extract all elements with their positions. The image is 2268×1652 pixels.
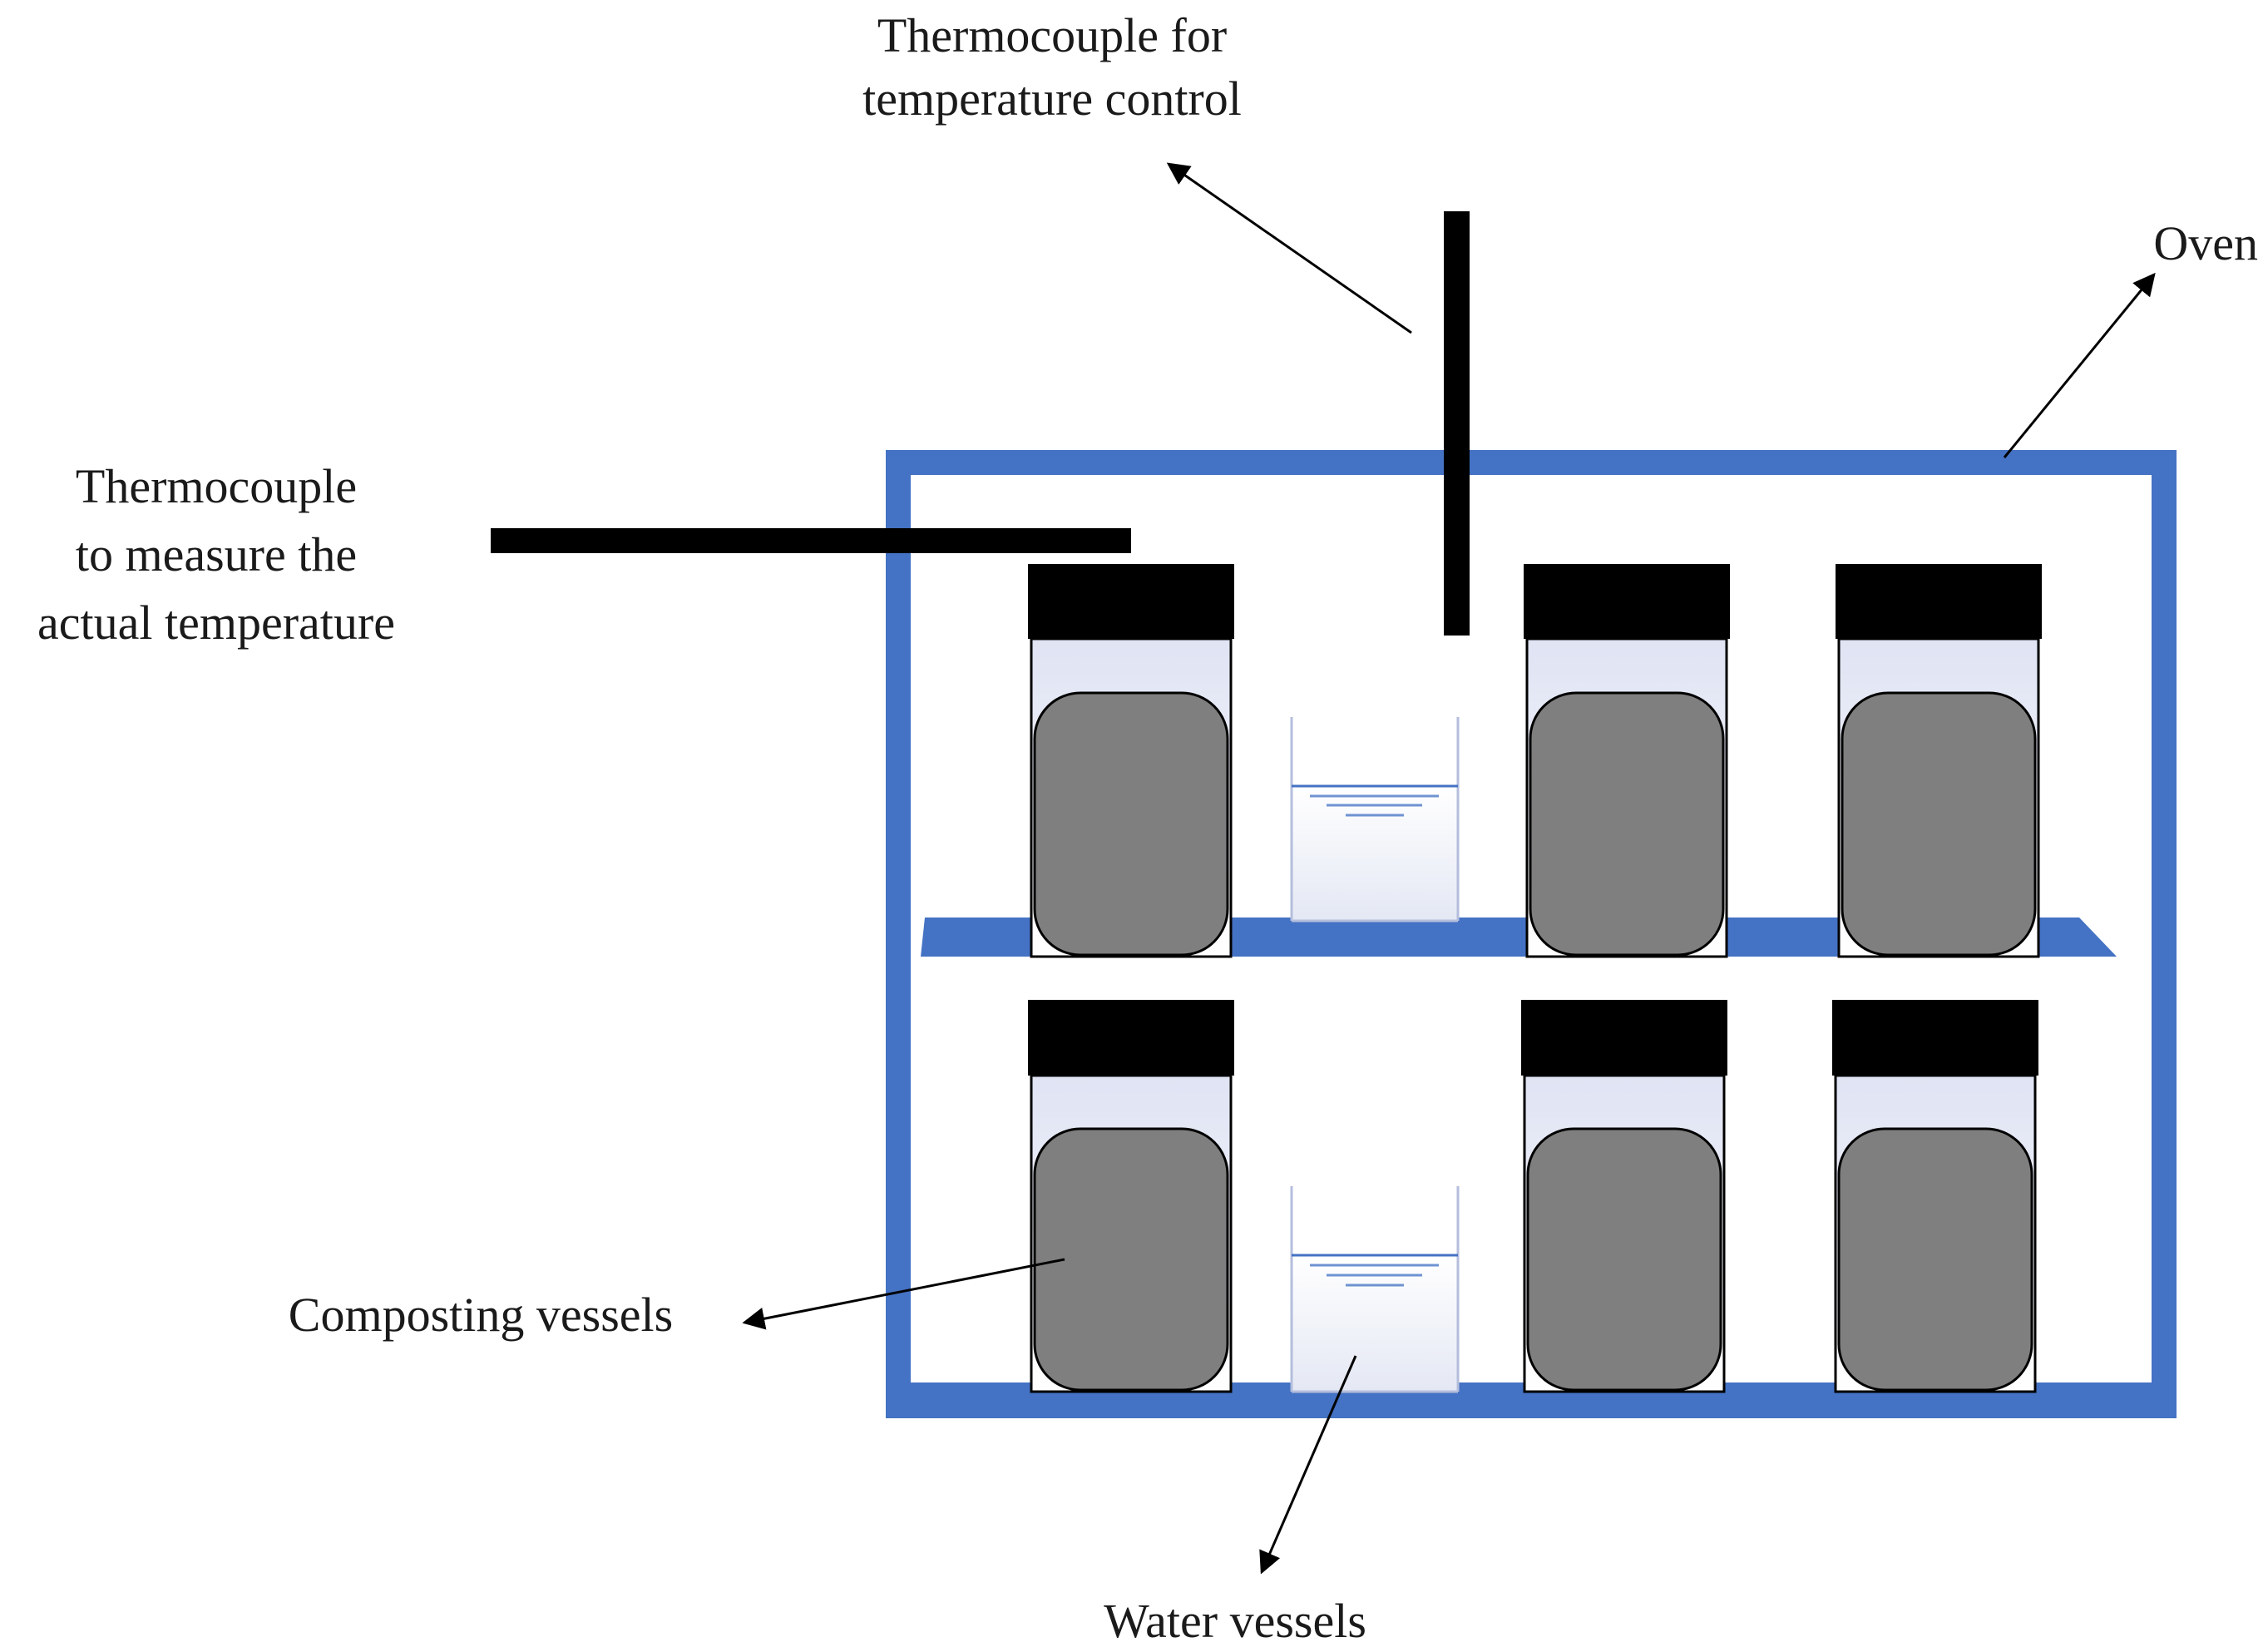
oven-label: Oven: [2153, 216, 2258, 270]
composting-vessel: [1524, 564, 1730, 958]
composting-vessel: [1028, 1000, 1234, 1393]
composting-vessels-label: Composting vessels: [289, 1288, 673, 1342]
thermocouple-control-label-line1: Thermocouple for: [877, 8, 1227, 62]
thermocouple-measure-label-line1: Thermocouple: [76, 459, 357, 513]
thermocouple-control-label-line2: temperature control: [862, 72, 1242, 126]
arrow-water-vessels: [1259, 1355, 1357, 1575]
water-vessels-label: Water vessels: [1104, 1594, 1366, 1648]
water-vessel: [1290, 1186, 1460, 1393]
thermocouple-measure-label-line3: actual temperature: [37, 596, 395, 650]
arrow-thermocouple-control: [1166, 162, 1412, 334]
water-vessel: [1290, 717, 1460, 922]
oven-frame: [886, 450, 2177, 1418]
composting-vessel: [1836, 564, 2042, 958]
arrow-oven: [2003, 272, 2156, 458]
thermocouple-control-probe: [1444, 211, 1470, 636]
thermocouple-measure-probe: [491, 528, 1131, 553]
arrow-composting-vessels: [742, 1258, 1065, 1330]
thermocouple-measure-label-line2: to measure the: [76, 527, 357, 581]
composting-vessel: [1521, 1000, 1727, 1393]
composting-vessel: [1832, 1000, 2038, 1393]
composting-vessel: [1028, 564, 1234, 958]
